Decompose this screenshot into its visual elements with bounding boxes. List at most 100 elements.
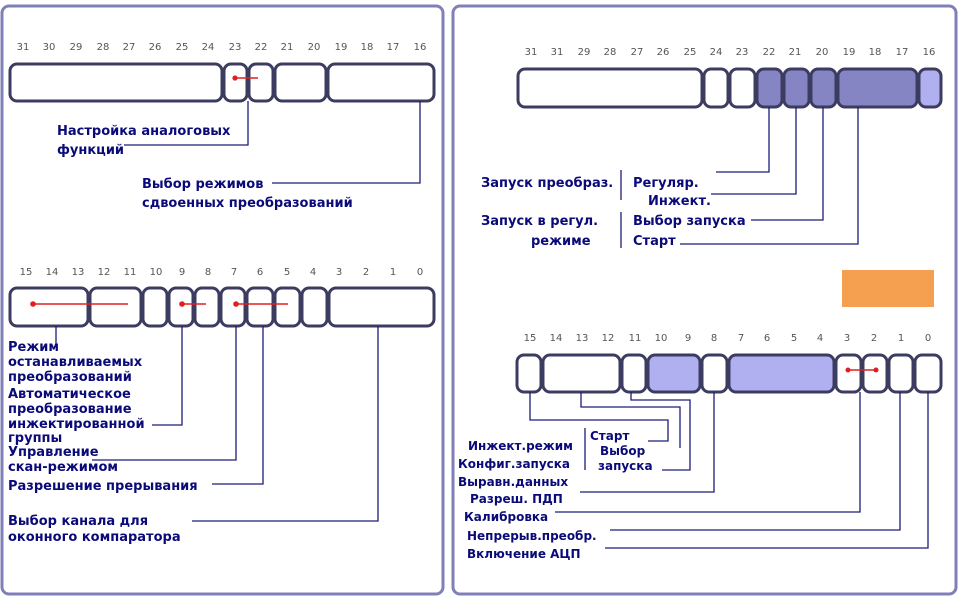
- register-field: [620, 353, 648, 394]
- label-trigger-select: Выбор запуска: [633, 214, 746, 229]
- bit-number: 20: [816, 47, 829, 58]
- register-field: [516, 67, 704, 109]
- bit-number: 12: [98, 267, 111, 278]
- bit-number: 27: [631, 47, 644, 58]
- bit-number: 24: [202, 42, 215, 53]
- label-data-align: Выравн.данных: [458, 475, 568, 489]
- bit-number: 10: [655, 333, 668, 344]
- bit-number: 26: [657, 47, 670, 58]
- bit-number: 31: [551, 47, 564, 58]
- bit-number: 7: [231, 267, 237, 278]
- leader-line: [92, 326, 237, 461]
- leader-line: [555, 392, 861, 513]
- register-field: [167, 286, 195, 328]
- register-field: [247, 62, 275, 103]
- bit-number: 10: [150, 267, 163, 278]
- left-top-register: [8, 62, 436, 103]
- bit-number: 1: [898, 333, 904, 344]
- register-field-highlighted: [836, 67, 919, 109]
- bit-number: 28: [604, 47, 617, 58]
- register-field-highlighted: [755, 67, 784, 109]
- label-trigger-config: Конфиг.запуска: [458, 457, 570, 471]
- bit-number: 31: [525, 47, 538, 58]
- label-auto-inject-line3: инжектированной: [8, 417, 145, 432]
- bit-number: 18: [361, 42, 374, 53]
- register-field: [913, 353, 943, 394]
- label-dma-enable: Разреш. ПДП: [470, 492, 563, 506]
- bit-number: 29: [578, 47, 591, 58]
- label-injected: Инжект.: [648, 194, 711, 209]
- bit-number: 15: [20, 267, 33, 278]
- register-field-highlighted: [646, 353, 702, 394]
- register-field-highlighted: [809, 67, 838, 109]
- bit-marker-dot: [845, 367, 851, 373]
- bit-number: 6: [257, 267, 263, 278]
- bit-number: 26: [149, 42, 162, 53]
- right-panel-frame: [451, 4, 958, 596]
- bit-marker-dot: [232, 75, 238, 81]
- bit-number: 12: [602, 333, 615, 344]
- register-field: [861, 353, 889, 394]
- bit-number: 19: [843, 47, 856, 58]
- register-field-highlighted: [727, 353, 836, 394]
- leader-line: [580, 392, 715, 493]
- bit-number: 4: [310, 267, 316, 278]
- bit-number: 15: [524, 333, 537, 344]
- label-regular: Регуляр.: [633, 176, 699, 191]
- bit-number: 7: [738, 333, 744, 344]
- leader-line: [711, 107, 797, 195]
- bit-number: 3: [844, 333, 850, 344]
- register-field: [300, 286, 329, 328]
- label-dual-mode-line2: сдвоенных преобразований: [142, 196, 353, 211]
- register-field: [8, 62, 224, 103]
- leader-line: [152, 326, 183, 426]
- label-interrupt-enable: Разрешение прерывания: [8, 479, 198, 494]
- label-injected-mode: Инжект.режим: [468, 439, 573, 453]
- label-analog-functions-line2: функций: [57, 143, 124, 158]
- leader-line: [630, 392, 691, 471]
- label-window-channel-line2: оконного компаратора: [8, 530, 181, 545]
- label-trigger-select-line1: Выбор: [600, 444, 646, 458]
- leader-line: [124, 101, 249, 146]
- leader-line: [272, 101, 421, 184]
- bit-number: 5: [284, 267, 290, 278]
- register-field: [887, 353, 915, 394]
- bit-number: 29: [70, 42, 83, 53]
- bit-number: 8: [711, 333, 717, 344]
- bit-number: 23: [736, 47, 749, 58]
- label-stop-mode-line1: Режим: [8, 340, 59, 355]
- register-field: [541, 353, 622, 394]
- register-field: [141, 286, 169, 328]
- leader-line: [580, 392, 681, 448]
- bit-number: 20: [308, 42, 321, 53]
- bit-number: 21: [789, 47, 802, 58]
- bit-number: 27: [123, 42, 136, 53]
- register-field: [219, 286, 247, 328]
- right-top-register: [516, 67, 943, 109]
- register-field: [8, 286, 90, 328]
- bit-number: 13: [576, 333, 589, 344]
- bit-number: 14: [46, 267, 59, 278]
- bit-number: 30: [43, 42, 56, 53]
- bit-number: 0: [417, 267, 423, 278]
- label-auto-inject-line2: преобразование: [8, 402, 132, 417]
- bit-marker-dot: [179, 301, 185, 307]
- label-auto-inject-line1: Автоматическое: [8, 387, 131, 402]
- bit-number: 11: [629, 333, 642, 344]
- bit-number: 21: [281, 42, 294, 53]
- bit-number: 9: [179, 267, 185, 278]
- right-top-bit-numbers: 31 31 29 28 27 26 25 24 23 22 21 20 19 1…: [525, 47, 936, 58]
- bit-number: 2: [871, 333, 877, 344]
- label-regular-mode-line2: режиме: [531, 234, 591, 249]
- bit-marker-dot: [873, 367, 879, 373]
- bit-number: 14: [550, 333, 563, 344]
- bit-marker-dot: [233, 301, 239, 307]
- label-continuous-conversion: Непрерыв.преобр.: [467, 529, 597, 543]
- bit-number: 1: [390, 267, 396, 278]
- left-bottom-register: [8, 286, 436, 328]
- register-field: [728, 67, 757, 109]
- left-bottom-bit-numbers: 15 14 13 12 11 10 9 8 7 6 5 4 3 2 1 0: [20, 267, 424, 278]
- register-field: [245, 286, 275, 328]
- left-top-bit-numbers: 31 30 29 28 27 26 25 24 23 22 21 20 19 1…: [17, 42, 427, 53]
